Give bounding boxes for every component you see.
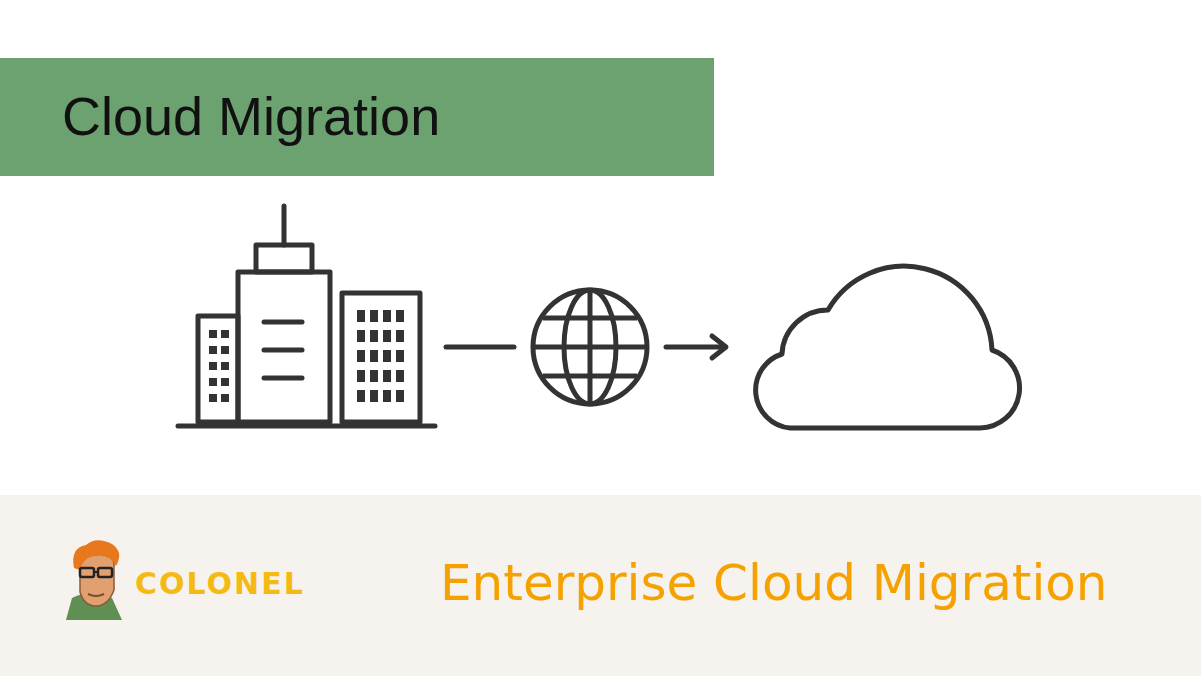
cloud-icon <box>756 266 1020 428</box>
title-text: Cloud Migration <box>62 87 440 146</box>
globe-icon <box>533 290 647 404</box>
building-windows <box>209 310 404 402</box>
connection-line <box>446 345 514 350</box>
title-band: Cloud Migration <box>0 58 714 176</box>
mascot-logo <box>66 540 122 620</box>
logo-wordmark: COLONEL <box>135 567 305 600</box>
footer-tagline: Enterprise Cloud Migration <box>440 556 1108 611</box>
office-buildings <box>178 206 435 426</box>
migration-arrow <box>666 336 726 358</box>
footer-band: COLONEL Enterprise Cloud Migration <box>0 495 1201 676</box>
footer-ground <box>0 495 1201 676</box>
